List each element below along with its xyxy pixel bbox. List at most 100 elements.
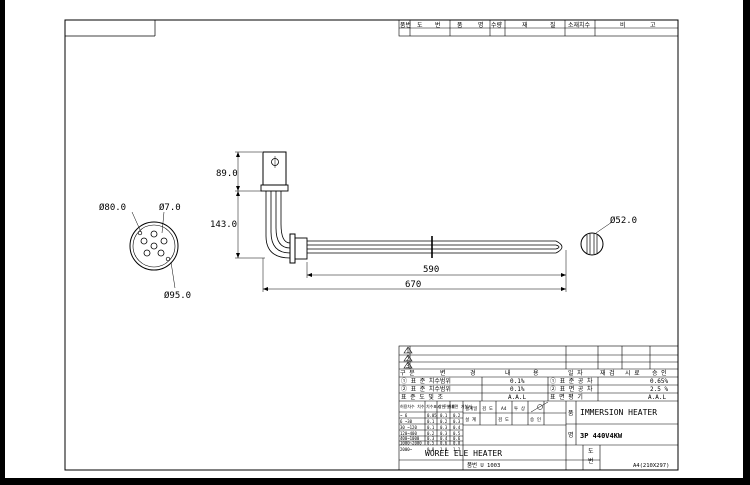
left-table-cell: 0.05 [427, 413, 437, 418]
tube-elbow [280, 223, 291, 244]
left-table-cell: 6 ~30 [400, 419, 413, 424]
product-name: IMMERSION HEATER [580, 408, 657, 417]
left-table-cell: 2000~ [400, 447, 413, 452]
revision-marks [403, 346, 413, 369]
tol-header: 시 료 [625, 370, 640, 377]
left-table-cell: 0.2 [453, 413, 461, 418]
top-header-table [398, 19, 679, 37]
tube-u-bend [555, 240, 563, 254]
left-table-cell: ~ 6 [400, 413, 408, 418]
leader-line [161, 211, 165, 234]
header-cell: 질 [550, 21, 556, 29]
left-table-cell: 0.5 [453, 431, 461, 436]
tol-row-label: ① 표 준 치수범위 [401, 377, 451, 385]
outer-diameter-label: Ø95.0 [164, 290, 191, 301]
left-table-cell: 0.3 [427, 436, 435, 441]
side-flange-nut [294, 237, 308, 260]
tol-header: 일 자 [568, 369, 583, 377]
mount-hole [165, 256, 171, 262]
terminal-hole [160, 237, 168, 245]
header-cell: 재 [522, 21, 528, 29]
left-table-cell: 120~400 [400, 431, 417, 436]
projection-symbol-icon [530, 401, 549, 413]
tol-header: 경 [470, 370, 476, 377]
tol-row-value: 0.65% [650, 378, 668, 385]
terminal-box-base [260, 184, 289, 192]
tol-row-label: ② 표 면 공 차 [550, 385, 593, 393]
tol-row-value: 0.1% [510, 378, 525, 385]
revision-triangle-icon [403, 346, 413, 354]
left-table-cell: 0.1 [440, 413, 448, 418]
header-cell: 번 [435, 21, 441, 29]
tube-u-bend [555, 244, 560, 250]
tol-header: 변 [440, 369, 446, 377]
left-table-header: 허용차수 치수 [400, 403, 425, 409]
spec-text: 3P 440V4KW [580, 432, 623, 440]
mid-header: 투 상 [514, 405, 525, 412]
flange-outer-circle [129, 221, 179, 271]
tol-row-value: A.A.L [648, 394, 666, 401]
header-cell: 고 [650, 22, 656, 29]
drawing-number: 품번 U 1003 [467, 461, 500, 469]
left-table-cell: 0.8 [453, 441, 461, 446]
tol-row-label: 표 준 도 및 조 [401, 394, 444, 401]
title-block-grid [398, 345, 679, 471]
right-end-view [580, 221, 613, 256]
flange-diameter-label: Ø80.0 [99, 202, 126, 213]
terminal-hole [150, 242, 158, 250]
tol-row-label: 표 면 평 기 [550, 393, 583, 401]
left-table-cell: 1.0 [440, 447, 448, 452]
dimension-lines [235, 151, 567, 292]
leader-line [170, 261, 176, 289]
left-table-cell: 1000~2000 [400, 441, 422, 446]
tol-header: 내 [505, 369, 511, 377]
left-table-cell: 0.2 [440, 419, 448, 424]
header-cell: 비 [620, 21, 626, 29]
terminal-hole [140, 237, 148, 245]
drop-height-label: 143.0 [210, 220, 237, 230]
revision-triangle-icon [403, 354, 413, 362]
left-table-cell: 0.8 [427, 447, 435, 452]
black-margin-right [743, 0, 750, 485]
revision-triangle-icon [403, 361, 413, 369]
tol-header: 재 검 [600, 369, 615, 377]
side-diameter-label: Ø52.0 [610, 215, 637, 226]
left-table-cell: 0.1 [427, 425, 435, 430]
mid-header: A4 [501, 406, 507, 412]
end-view [129, 211, 179, 289]
mid-header: 설계일 [465, 405, 477, 412]
left-tolerance-table: 허용차수 치수 치수표시 구분 상한 허용 표면 거칠기 ~ 6 0.05 0.… [400, 403, 472, 452]
heater-side-view [260, 151, 563, 264]
mid-header: 설 계 [465, 416, 476, 423]
spec-label: 명 [568, 431, 574, 439]
dimension-arrows [236, 152, 566, 291]
overall-length-label: 670 [405, 280, 421, 290]
tube-elbow [275, 227, 291, 249]
head-height-label: 89.0 [216, 169, 238, 179]
tol-header: 구 분 [400, 370, 415, 377]
tube-elbow [270, 231, 291, 254]
tol-header: 승 인 [652, 370, 667, 377]
left-table-cell: 0.6 [453, 436, 461, 441]
header-cell: 소재치수 [568, 21, 591, 29]
mount-hole [137, 230, 143, 236]
left-table-cell: 30 ~120 [400, 425, 417, 430]
left-table-cell: 0.2 [427, 431, 435, 436]
tol-row-value: 0.1% [510, 386, 525, 393]
terminal-hole [150, 230, 158, 238]
rev-mark: 2 [406, 356, 410, 363]
mid-header: 승 인 [530, 416, 541, 423]
left-table-header: 치수표시 구분 [426, 403, 451, 409]
mid-header: 검 도 [498, 416, 509, 423]
header-cell: 도 [417, 22, 423, 29]
left-table-cell: 0.3 [440, 425, 448, 430]
drawing-no-label: 도 [588, 448, 594, 455]
black-margin-left [0, 0, 5, 485]
black-margin-bottom [0, 478, 750, 485]
element-length-label: 590 [423, 265, 439, 275]
left-table-cell: 0.1 [427, 419, 435, 424]
left-table-header: 표면 거칠기 [451, 403, 472, 409]
